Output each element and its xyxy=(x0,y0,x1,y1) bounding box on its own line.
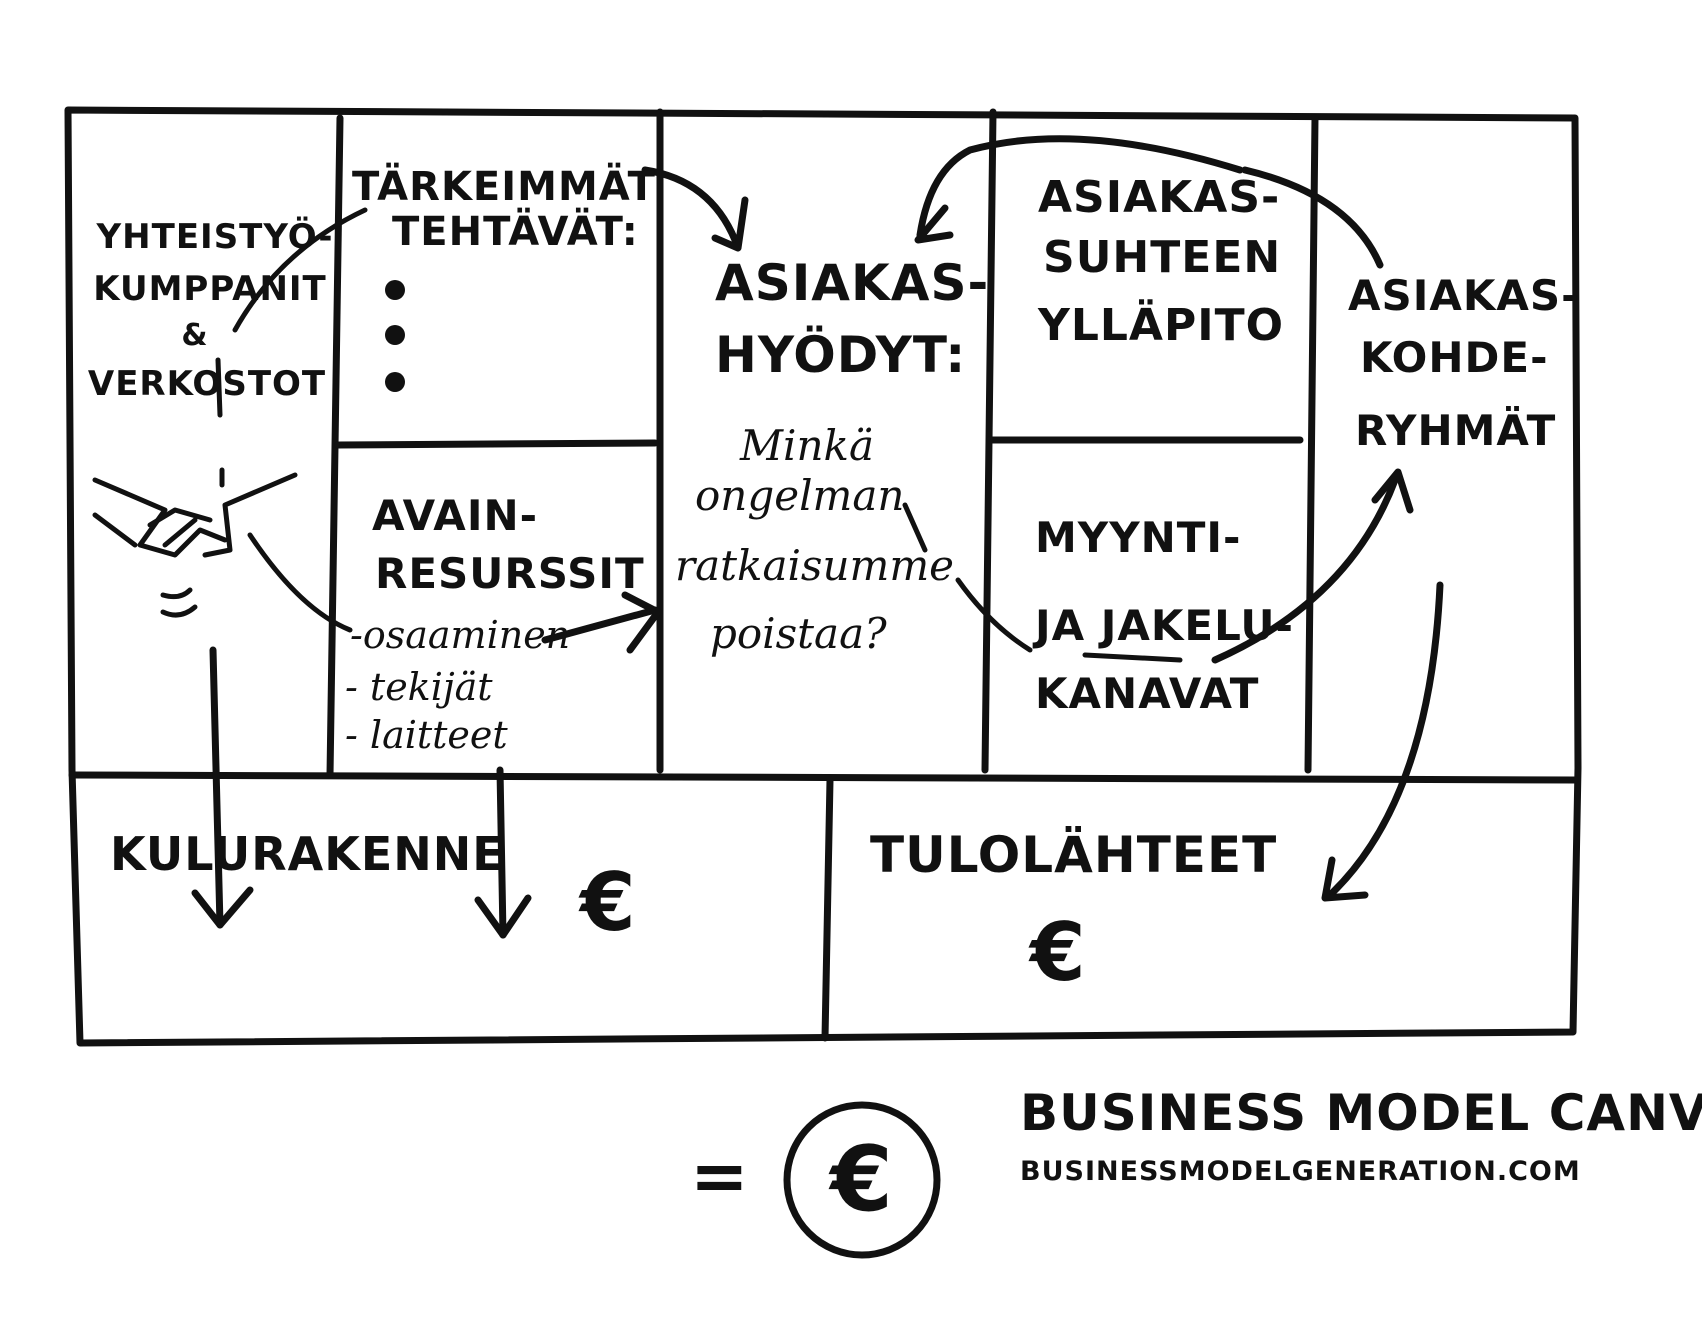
connector-resources-value xyxy=(247,532,353,633)
revenue-title: TULOLÄHTEET xyxy=(870,826,1277,884)
channels-line-2: JA JAKELU- xyxy=(1032,601,1294,650)
connector-channels-underline xyxy=(1082,652,1183,663)
partners-line-1: YHTEISTYÖ- xyxy=(96,216,334,257)
arrow-channels-to-segments xyxy=(1211,476,1399,664)
arrowhead xyxy=(621,591,662,654)
bullet-icon xyxy=(385,372,405,392)
activities-line-1: TÄRKEIMMÄT xyxy=(352,162,656,210)
block-key-partners: YHTEISTYÖ- KUMPPANIT & VERKOSTOT xyxy=(88,216,334,404)
partners-line-2: KUMPPANIT xyxy=(93,269,327,309)
value-question-3: ratkaisumme xyxy=(675,541,954,590)
channels-line-1: MYYNTI- xyxy=(1035,513,1241,562)
relationships-line-1: ASIAKAS- xyxy=(1038,172,1280,223)
connector-value-channels-2 xyxy=(955,577,1033,653)
resources-item-3: - laitteet xyxy=(345,713,508,757)
resources-item-2: - tekijät xyxy=(345,665,493,709)
footer: BUSINESS MODEL CANVAS BUSINESSMODELGENER… xyxy=(1020,1084,1702,1187)
value-line-1: ASIAKAS- xyxy=(715,254,989,312)
arrow-activities-to-value xyxy=(641,166,739,244)
divider-relations xyxy=(1304,114,1319,774)
canvas-grid xyxy=(64,106,1582,1047)
relationships-line-2: SUHTEEN xyxy=(1043,232,1281,283)
divider-bottom xyxy=(68,771,1579,784)
footer-title: BUSINESS MODEL CANVAS xyxy=(1020,1084,1702,1142)
divider-cost-revenue xyxy=(821,776,834,1042)
segments-line-2: KOHDE- xyxy=(1360,333,1549,382)
arrowhead xyxy=(474,894,532,939)
segments-line-3: RYHMÄT xyxy=(1355,405,1556,455)
flow-arrows xyxy=(191,135,1444,939)
equals-euro: = € xyxy=(690,1101,941,1259)
euro-icon: € xyxy=(578,856,637,949)
divider-act-res xyxy=(334,439,659,449)
euro-circle-symbol: € xyxy=(828,1127,894,1232)
outer-frame xyxy=(64,106,1582,1047)
arrow-segments-to-revenue xyxy=(1326,581,1444,899)
arrowhead xyxy=(1321,856,1369,902)
activities-bullets xyxy=(385,280,405,392)
arrowhead xyxy=(711,196,749,252)
arrowhead xyxy=(1371,468,1414,514)
value-question-4: poistaa? xyxy=(710,609,887,658)
arrow-partners-to-costs xyxy=(209,646,224,929)
resources-item-1: -osaaminen xyxy=(350,613,570,657)
arrowhead xyxy=(191,886,254,929)
channels-line-3: KANAVAT xyxy=(1035,669,1259,718)
partners-line-4: VERKOSTOT xyxy=(88,364,326,404)
relationships-line-3: YLLÄPITO xyxy=(1037,298,1284,351)
euro-icon: € xyxy=(1028,906,1087,999)
activities-line-2: TEHTÄVÄT: xyxy=(392,207,639,255)
value-question-2: ongelman xyxy=(695,471,904,520)
arrow-relationships-to-segments xyxy=(1241,166,1384,269)
arrowhead xyxy=(914,204,954,244)
bullet-icon xyxy=(385,325,405,345)
costs-title: KULURAKENNE xyxy=(110,827,505,881)
bullet-icon xyxy=(385,280,405,300)
footer-url: BUSINESSMODELGENERATION.COM xyxy=(1020,1156,1581,1187)
block-customer-segments: ASIAKAS- KOHDE- RYHMÄT xyxy=(1348,271,1580,455)
block-cost-structure: KULURAKENNE € xyxy=(110,827,637,949)
arrow-resources-to-value xyxy=(541,606,659,644)
resources-line-2: RESURSSIT xyxy=(375,549,645,598)
segments-line-1: ASIAKAS- xyxy=(1348,271,1580,320)
value-line-2: HYÖDYT: xyxy=(715,325,966,384)
arrow-resources-to-costs xyxy=(496,766,507,939)
partners-line-3: & xyxy=(181,318,208,353)
handshake-icon xyxy=(92,472,298,618)
equals-sign: = xyxy=(690,1135,750,1217)
resources-line-1: AVAIN- xyxy=(372,491,538,540)
connector-value-channels xyxy=(902,502,928,553)
value-question-1: Minkä xyxy=(739,421,874,470)
euro-circle-icon xyxy=(783,1101,941,1259)
block-channels: MYYNTI- JA JAKELU- KANAVAT xyxy=(1032,513,1294,718)
arrow-relationships-to-value xyxy=(916,135,1244,239)
connector-partners-down xyxy=(215,357,223,418)
block-key-resources: AVAIN- RESURSSIT -osaaminen - tekijät - … xyxy=(345,491,645,757)
connector-partners-activities xyxy=(232,207,368,333)
block-revenue-streams: TULOLÄHTEET € xyxy=(870,826,1277,999)
block-key-activities: TÄRKEIMMÄT TEHTÄVÄT: xyxy=(352,162,656,255)
block-customer-relationships: ASIAKAS- SUHTEEN YLLÄPITO xyxy=(1037,172,1284,351)
block-value-propositions: ASIAKAS- HYÖDYT: Minkä ongelman ratkaisu… xyxy=(675,254,989,658)
